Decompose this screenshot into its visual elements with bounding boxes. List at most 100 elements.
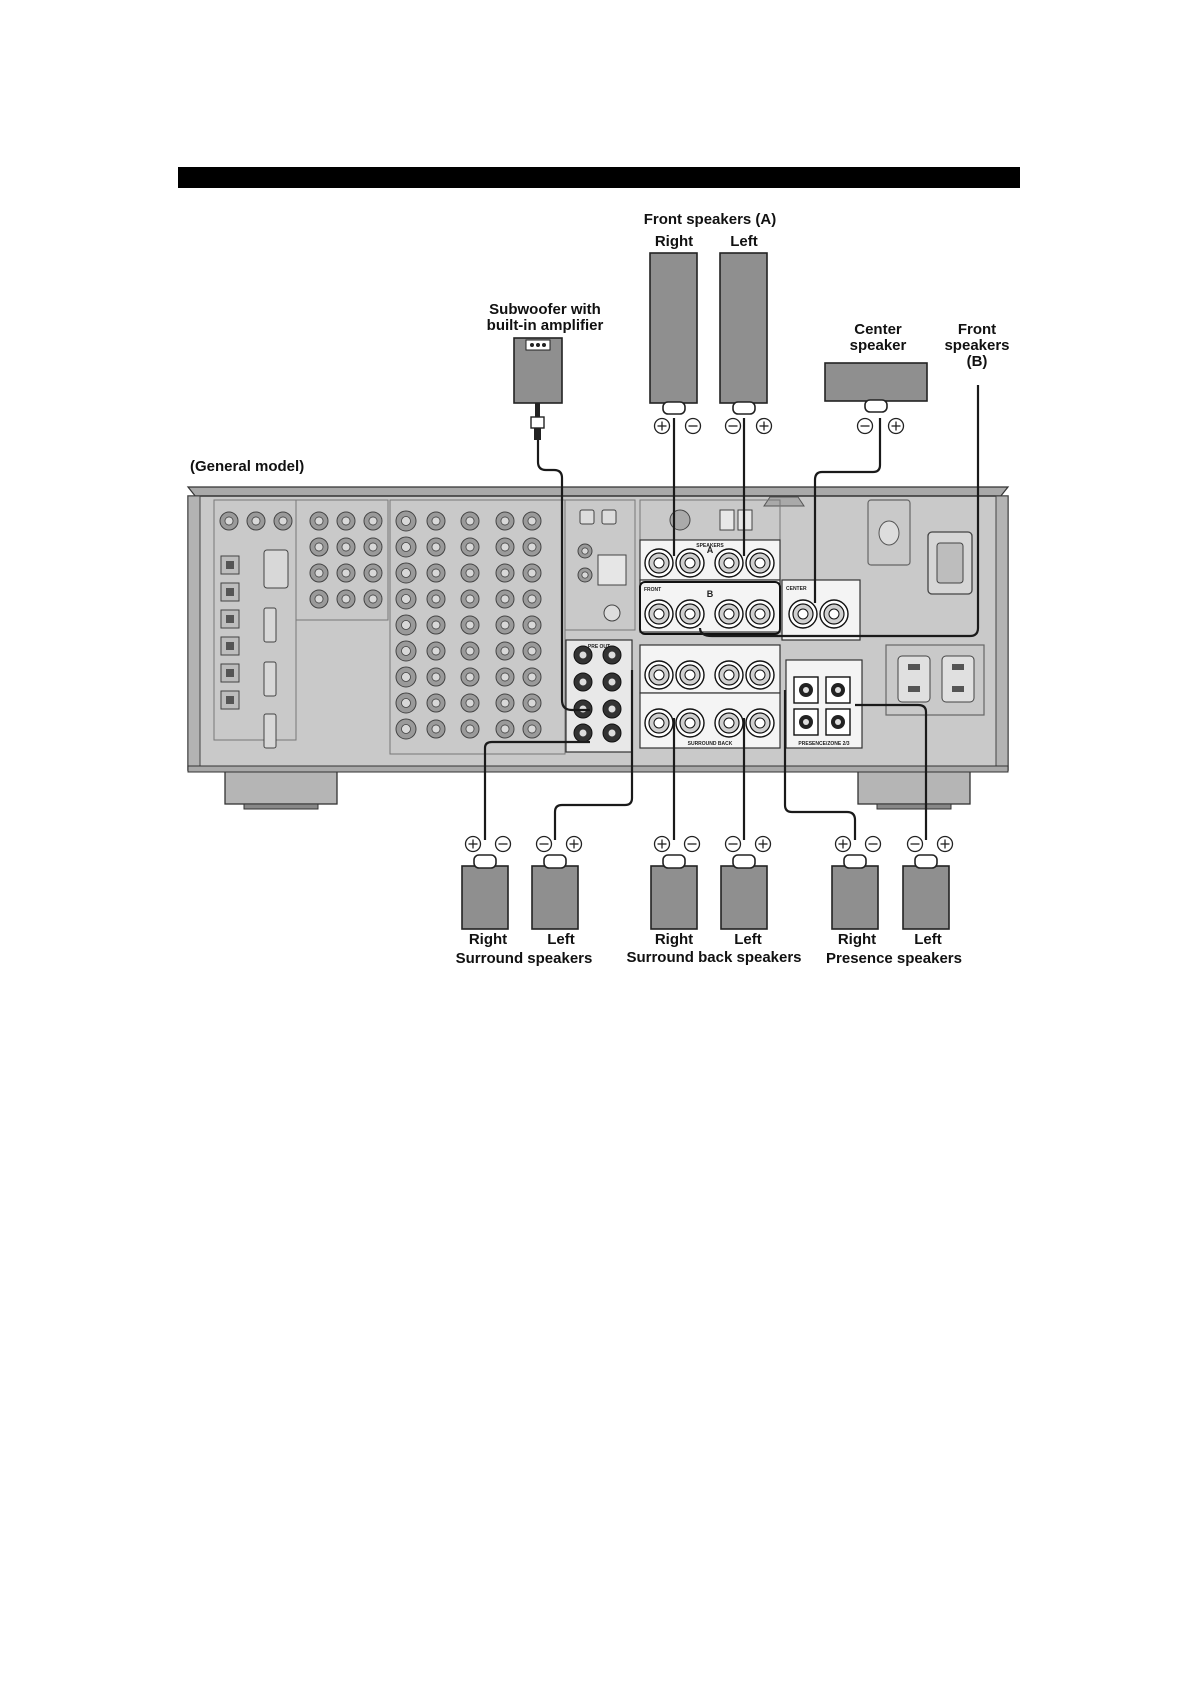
speaker-presence-left (902, 854, 950, 930)
speaker-surround-back-left (720, 854, 768, 930)
rca-jack-center (465, 620, 475, 630)
rca-jack-center (368, 516, 378, 526)
surround-back-terminal-label: SURROUND BACK (688, 741, 733, 747)
speaker-box (824, 362, 928, 402)
center-terminal-label: CENTER (786, 586, 807, 592)
model-label: (General model) (190, 458, 304, 475)
center-label-2: speaker (850, 337, 907, 354)
receiver-foot-left (224, 769, 338, 805)
rca-jack-center (401, 542, 411, 552)
wire-center (813, 418, 882, 603)
optical-jack-core (226, 561, 234, 569)
binding-post-hole (653, 717, 665, 729)
speaker-box (720, 865, 768, 930)
surround-right-label: Right (469, 931, 507, 948)
rca-jack-center (527, 698, 537, 708)
wire-surround-left (553, 670, 634, 840)
rca-jack-center (314, 568, 324, 578)
rs232-port (263, 549, 289, 589)
speakers-b-label: B (707, 589, 714, 599)
rca-jack-center (431, 724, 441, 734)
presence-title: Presence speakers (826, 950, 962, 967)
speaker-box (831, 865, 879, 930)
hdmi-jack (263, 661, 277, 697)
pre-out-jack-center (608, 729, 616, 737)
pre-out-jacks (573, 645, 622, 743)
usb-port-1 (719, 509, 735, 531)
receiver-rear-panel: PRE OUT SPEAKERS A FRONT B CENTER SURROU… (186, 486, 1010, 810)
ground-terminal (603, 604, 621, 622)
binding-post-hole (684, 608, 696, 620)
speaker-surround-back-right (650, 854, 698, 930)
panel-fan (867, 499, 911, 566)
rca-jack-center (341, 516, 351, 526)
binding-post-hole (653, 557, 665, 569)
rca-jack-center (500, 646, 510, 656)
speaker-presence-right (831, 854, 879, 930)
rca-jack-center (465, 672, 475, 682)
rca-jack-center (500, 672, 510, 682)
receiver-jacks (219, 510, 593, 740)
header-bar (178, 167, 1020, 188)
binding-post-hole (684, 669, 696, 681)
rca-jack-center (401, 568, 411, 578)
front-speaker-a-left (719, 252, 768, 415)
rca-jack-center (401, 646, 411, 656)
ac-outlet-slot (908, 664, 920, 670)
rca-jack-center (368, 568, 378, 578)
wire-presence-right (783, 690, 857, 840)
rca-jack-center (431, 542, 441, 552)
rca-jack-center (500, 724, 510, 734)
speaker-connector (662, 854, 686, 869)
ac-outlet-1 (897, 655, 931, 703)
rca-jack-center (314, 516, 324, 526)
rca-jack-center (465, 698, 475, 708)
panel-antenna (564, 499, 636, 631)
front-a-title: Front speakers (A) (644, 211, 777, 228)
rca-jack-center (527, 724, 537, 734)
speaker-connector (732, 854, 756, 869)
wire-front-b (698, 385, 980, 638)
rca-jack-center (527, 516, 537, 526)
receiver-side-left (187, 495, 201, 771)
presence-terminal-core (835, 719, 841, 725)
rca-jack-center (368, 542, 378, 552)
pre-out-jack-center (579, 651, 587, 659)
surround-back-title: Surround back speakers (626, 949, 801, 966)
presence-terminals (793, 676, 851, 736)
rca-jack-center (527, 672, 537, 682)
receiver-bottom-lip (187, 765, 1009, 773)
front-b-group-outline (639, 581, 781, 635)
speaker-connector (914, 854, 938, 869)
front-a-right-label: Right (655, 233, 693, 250)
subwoofer (513, 337, 563, 440)
panel-component (295, 499, 389, 621)
wire-presence-left (855, 703, 928, 840)
presence-terminal-core (803, 719, 809, 725)
rca-jack-center (341, 594, 351, 604)
rca-jack-center (431, 568, 441, 578)
center-speaker (824, 362, 928, 413)
subwoofer-label-1: Subwoofer with (489, 301, 601, 318)
surround-back-right-label: Right (655, 931, 693, 948)
wire-surround-right (483, 740, 590, 840)
subwoofer-plug-tip (534, 428, 541, 440)
pre-out-jack-center (579, 678, 587, 686)
rca-jack-center (527, 568, 537, 578)
rca-jack-center (401, 724, 411, 734)
rca-jack-center (431, 646, 441, 656)
rca-jack-center (431, 620, 441, 630)
pre-out-jack-center (608, 678, 616, 686)
rca-jack-center (500, 620, 510, 630)
rca-jack-center (500, 568, 510, 578)
pre-out-jack-center (579, 729, 587, 737)
rca-jack-center (465, 568, 475, 578)
receiver-notch (763, 496, 805, 507)
optical-jack-core (226, 696, 234, 704)
rca-jack-center (581, 571, 589, 579)
panel-ac-outlets (885, 644, 985, 716)
fan-hole (878, 520, 900, 546)
rca-jack-center (431, 516, 441, 526)
rca-jack-center (401, 594, 411, 604)
